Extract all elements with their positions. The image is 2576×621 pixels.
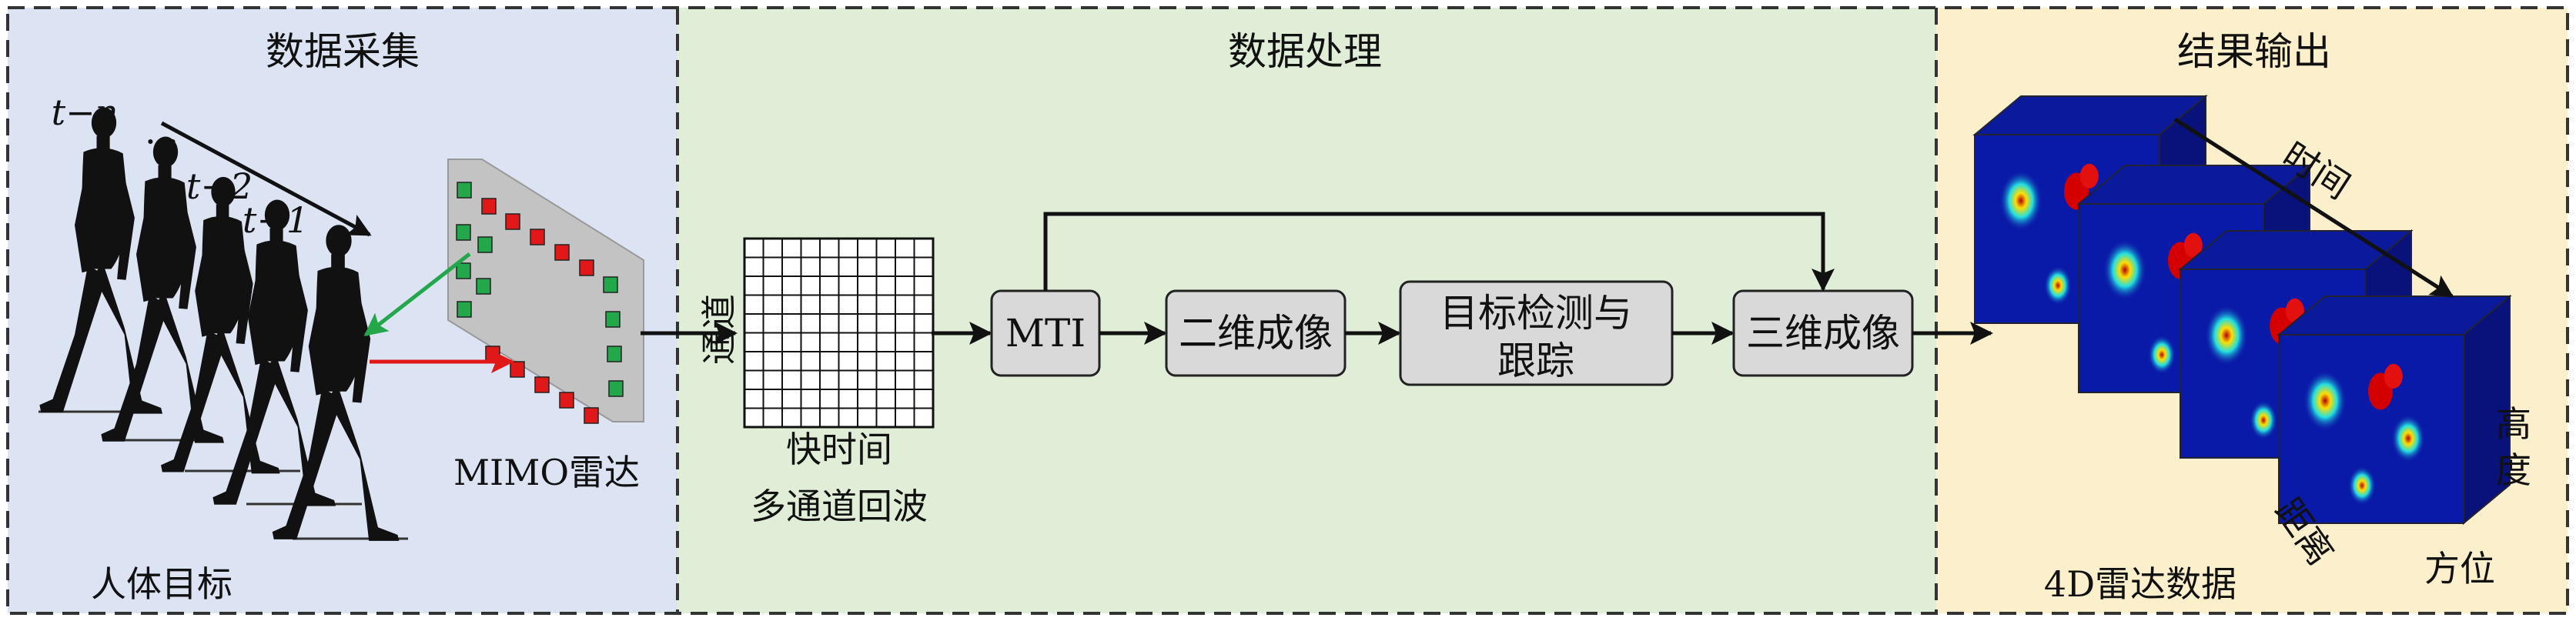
time-label-t-minus-n: t−n xyxy=(52,92,119,133)
detect-track-block: 目标检测与 跟踪 xyxy=(1399,280,1674,386)
antenna-element xyxy=(457,301,472,318)
antenna-element xyxy=(603,276,618,293)
acquisition-title: 数据采集 xyxy=(266,29,420,74)
cube-reflection-spot xyxy=(2103,239,2146,300)
antenna-element xyxy=(510,361,525,378)
antenna-element xyxy=(456,224,471,241)
time-label-dots: ··· xyxy=(145,121,179,162)
detect-track-label-line1: 目标检测与 xyxy=(1440,291,1632,336)
imaging-2d-block: 二维成像 xyxy=(1165,289,1347,377)
grid-caption: 多通道回波 xyxy=(751,486,928,527)
antenna-element xyxy=(605,311,621,328)
output-title: 结果输出 xyxy=(2177,29,2331,74)
antenna-element xyxy=(554,244,570,261)
antenna-element xyxy=(485,346,500,362)
time-progress-arrow xyxy=(160,121,372,237)
echo-grid-cells xyxy=(743,237,935,429)
time-label-t: t xyxy=(330,236,344,278)
mti-block-label: MTI xyxy=(1005,311,1086,356)
antenna-element xyxy=(481,198,497,215)
outer-dashed-border xyxy=(6,6,2569,615)
cube-reflection-spot xyxy=(2348,466,2376,506)
rx-arrow xyxy=(363,252,471,336)
cube-reflection-spot xyxy=(2044,265,2072,305)
antenna-element xyxy=(608,380,624,397)
antenna-element xyxy=(505,213,520,230)
cube-reflection-spot xyxy=(2303,370,2347,431)
antenna-element xyxy=(559,392,574,409)
height-axis-label-top: 高 xyxy=(2496,403,2531,445)
time-label-t-minus-1: t−1 xyxy=(243,199,309,241)
radar-board xyxy=(447,159,644,422)
radar-4d-data-label: 4D雷达数据 xyxy=(2044,563,2236,605)
antenna-element xyxy=(607,346,622,362)
antenna-element xyxy=(477,236,493,253)
multichannel-echo-grid: 通道 快时间 多通道回波 xyxy=(698,237,935,527)
cube-reflection-spot xyxy=(1999,170,2042,231)
cube-reflection-spot xyxy=(2205,305,2248,366)
cube-reflection-spot xyxy=(2250,400,2277,440)
bypass-arrow-mti-to-3d xyxy=(1043,212,1835,292)
mimo-radar-label: MIMO雷达 xyxy=(453,452,640,493)
antenna-element xyxy=(456,262,471,279)
cube-reflection-spot xyxy=(2148,335,2176,375)
cube-target-blob xyxy=(2183,232,2203,258)
antenna-element xyxy=(584,407,599,424)
cube-target-blob xyxy=(2079,163,2099,189)
antenna-element xyxy=(534,376,550,393)
time-label-t-minus-2: t−2 xyxy=(186,165,253,207)
mimo-radar: MIMO雷达 xyxy=(363,159,644,493)
antenna-array xyxy=(456,182,624,424)
output-time-arrow xyxy=(2173,117,2454,299)
antenna-element xyxy=(457,182,472,199)
cube-target-blob xyxy=(2384,363,2403,389)
imaging-3d-label: 三维成像 xyxy=(1746,311,1900,356)
height-axis-label-bottom: 度 xyxy=(2496,449,2531,491)
cube-reflection-spot xyxy=(2391,414,2425,462)
detect-track-label-line2: 跟踪 xyxy=(1497,339,1574,383)
antenna-element xyxy=(476,278,491,295)
human-target-label: 人体目标 xyxy=(91,563,233,605)
radar-4d-cube-stack xyxy=(1972,94,2512,526)
azimuth-axis-label: 方位 xyxy=(2424,548,2495,589)
mti-block: MTI xyxy=(990,289,1101,377)
channel-axis-label: 通道 xyxy=(698,294,740,365)
imaging-2d-label: 二维成像 xyxy=(1179,311,1333,356)
walking-human-sequence: t−n ··· t−2 t−1 t 人体目标 xyxy=(38,92,408,605)
antenna-element xyxy=(530,229,545,245)
imaging-3d-block: 三维成像 xyxy=(1732,289,1914,377)
antenna-element xyxy=(579,259,594,276)
processing-title: 数据处理 xyxy=(1228,29,1382,74)
fast-time-axis-label: 快时间 xyxy=(786,429,892,470)
radar-cube xyxy=(2277,294,2512,526)
